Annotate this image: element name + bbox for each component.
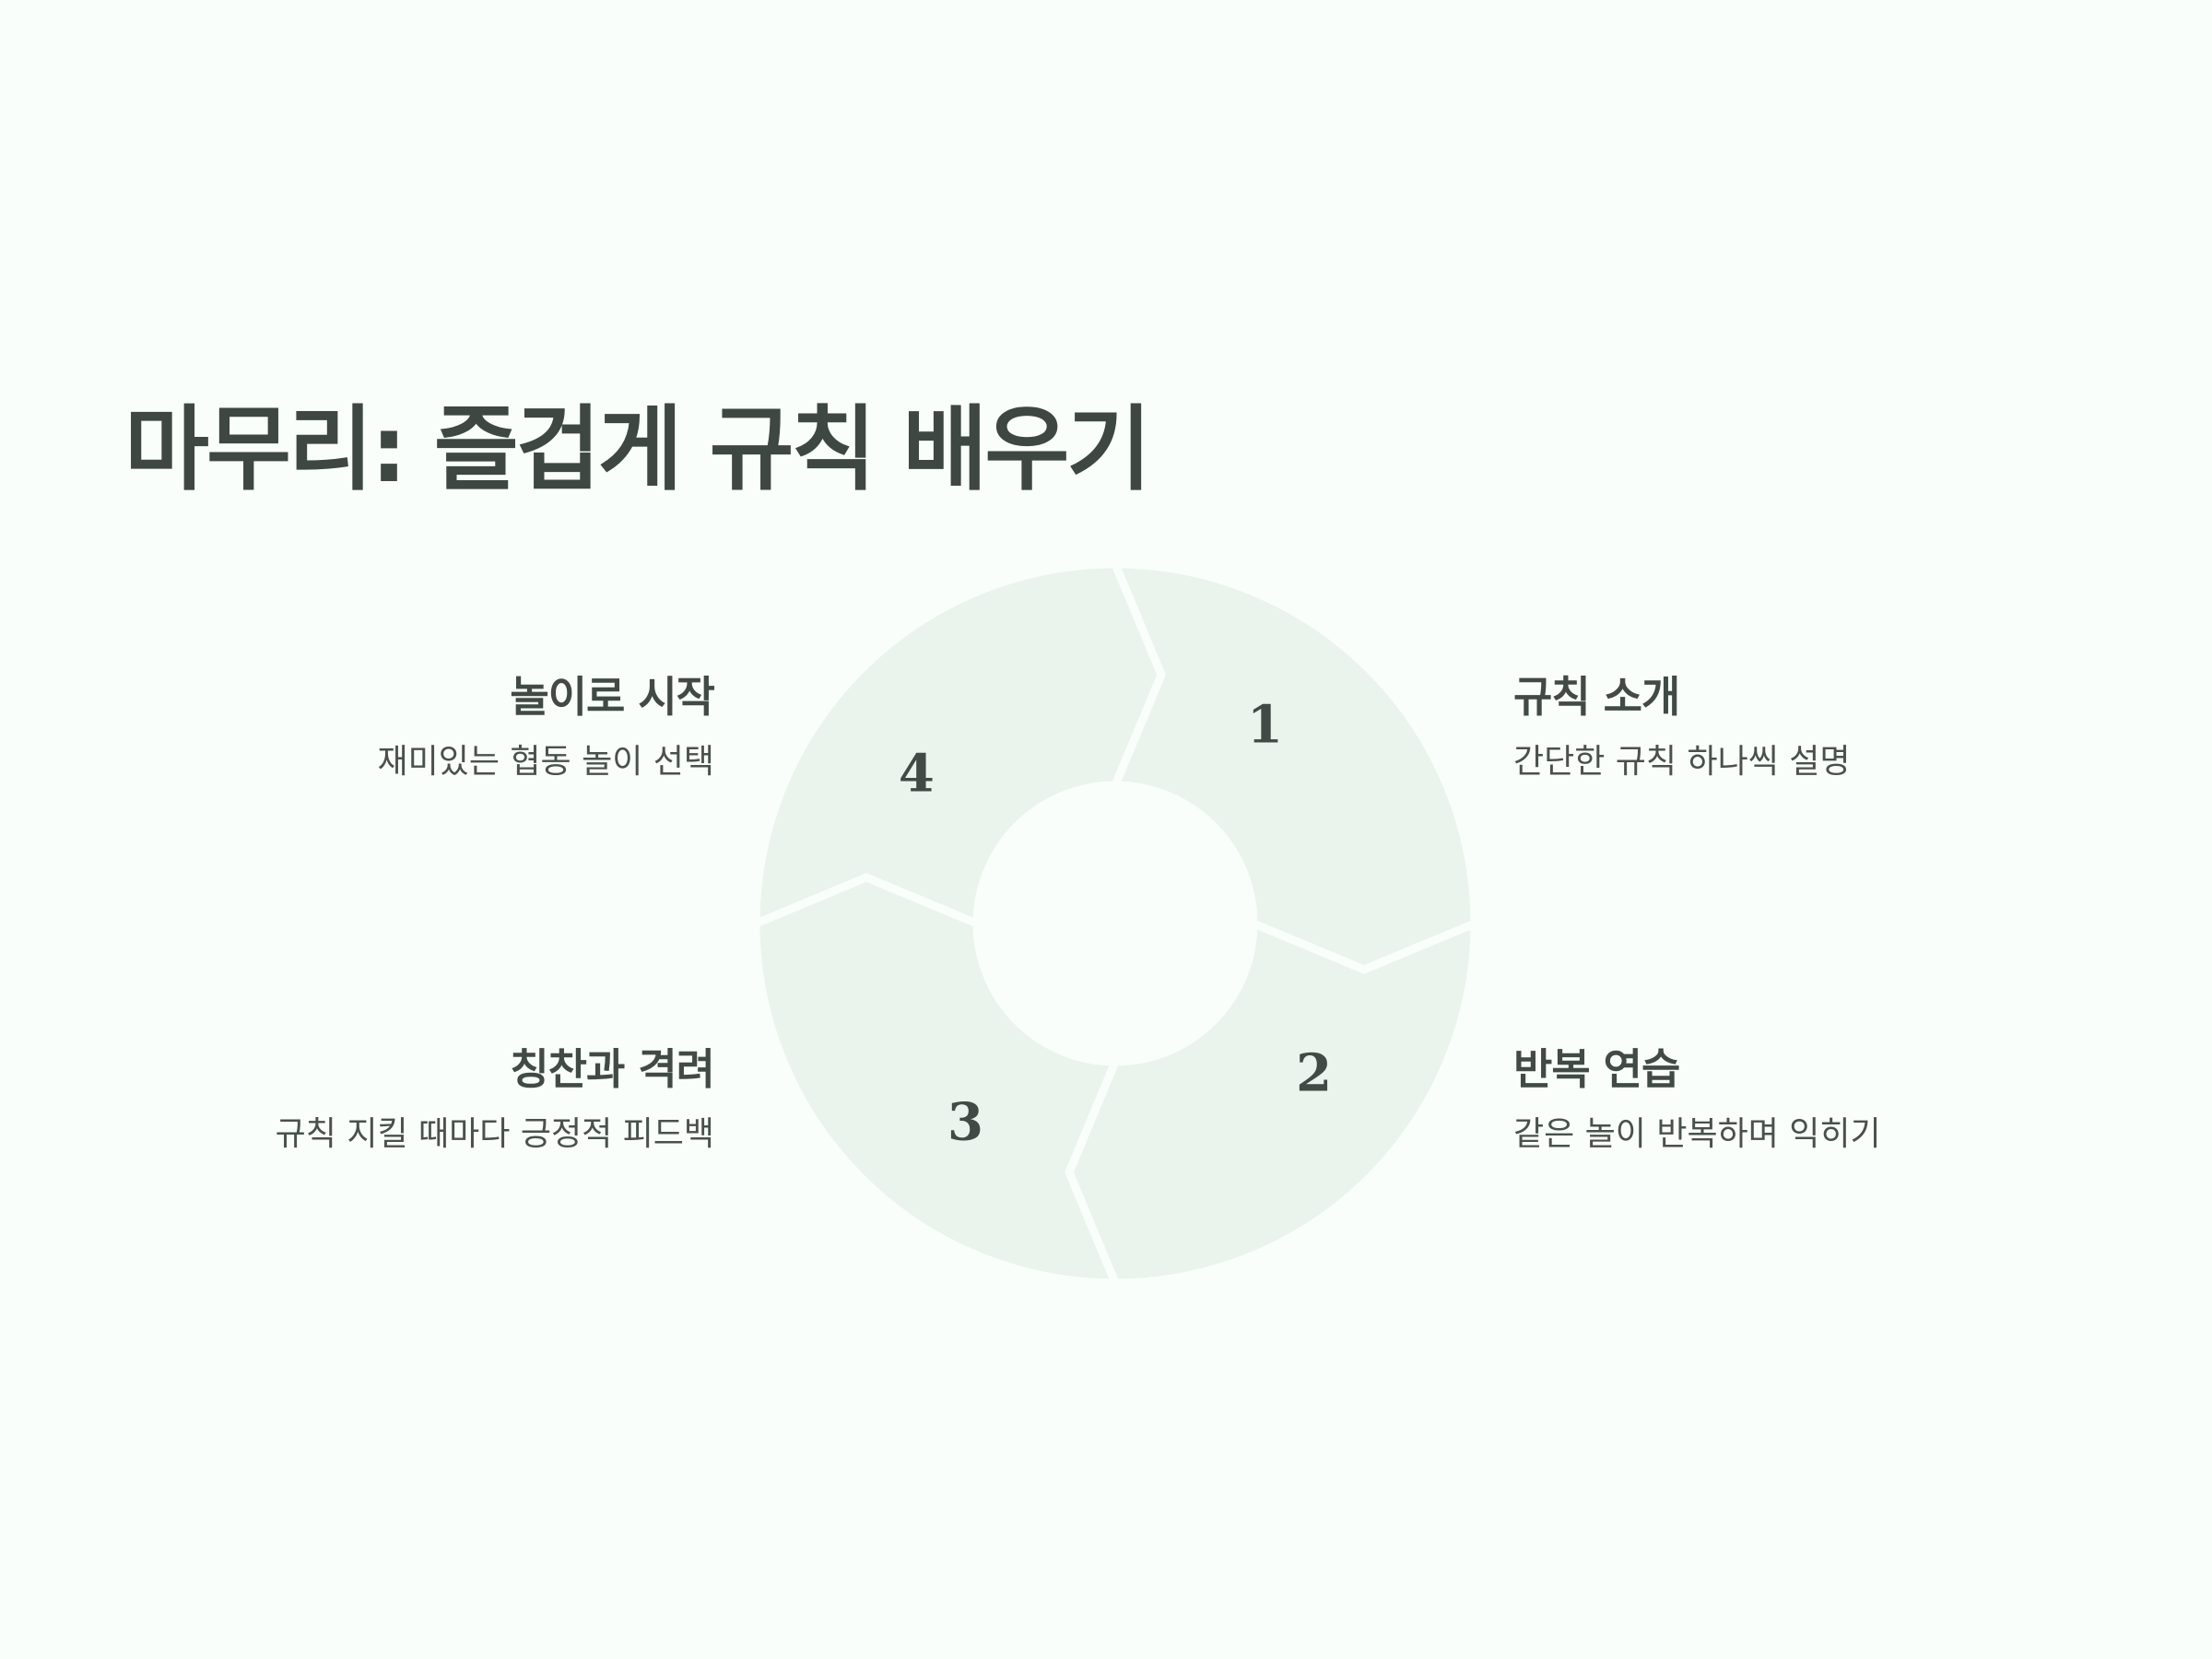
cycle-segment-4 xyxy=(756,564,1166,930)
step-description: 재미있는 협동 놀이 선택 xyxy=(377,743,714,781)
cycle-diagram: 1 2 3 4 xyxy=(756,564,1475,1283)
cycle-segment-2 xyxy=(1065,917,1475,1283)
step-item-1: 놀이로 시작 재미있는 협동 놀이 선택 xyxy=(51,669,715,785)
cycle-step-numbers: 1 2 3 4 xyxy=(899,694,1332,1152)
step-number-1: 1 xyxy=(1247,694,1283,755)
step-description: 간단한 규칙 하나씩 설명 xyxy=(1513,743,1851,781)
step-item-2: 규칙 소개 간단한 규칙 하나씩 설명 xyxy=(1513,669,2177,785)
step-number-3: 3 xyxy=(947,1092,983,1153)
step-description: 같은 놀이 반복하며 익히기 xyxy=(1513,1115,1881,1153)
page-title: 마무리: 즐겁게 규칙 배우기 xyxy=(124,395,1151,503)
cycle-segment-1 xyxy=(1109,564,1475,974)
step-heading: 놀이로 시작 xyxy=(510,672,715,722)
step-item-4: 칭찬과 격려 규칙 지킬 때마다 긍정적 피드백 xyxy=(51,1041,715,1158)
step-heading: 규칙 소개 xyxy=(1513,672,1680,722)
step-heading: 칭찬과 격려 xyxy=(510,1044,715,1094)
step-description: 규칙 지킬 때마다 긍정적 피드백 xyxy=(275,1115,714,1153)
step-heading: 반복 연습 xyxy=(1513,1044,1680,1094)
step-number-4: 4 xyxy=(899,744,935,805)
cycle-segments xyxy=(756,564,1475,1283)
cycle-segment-3 xyxy=(756,873,1122,1283)
step-number-2: 2 xyxy=(1296,1042,1332,1103)
step-item-3: 반복 연습 같은 놀이 반복하며 익히기 xyxy=(1513,1041,2177,1158)
